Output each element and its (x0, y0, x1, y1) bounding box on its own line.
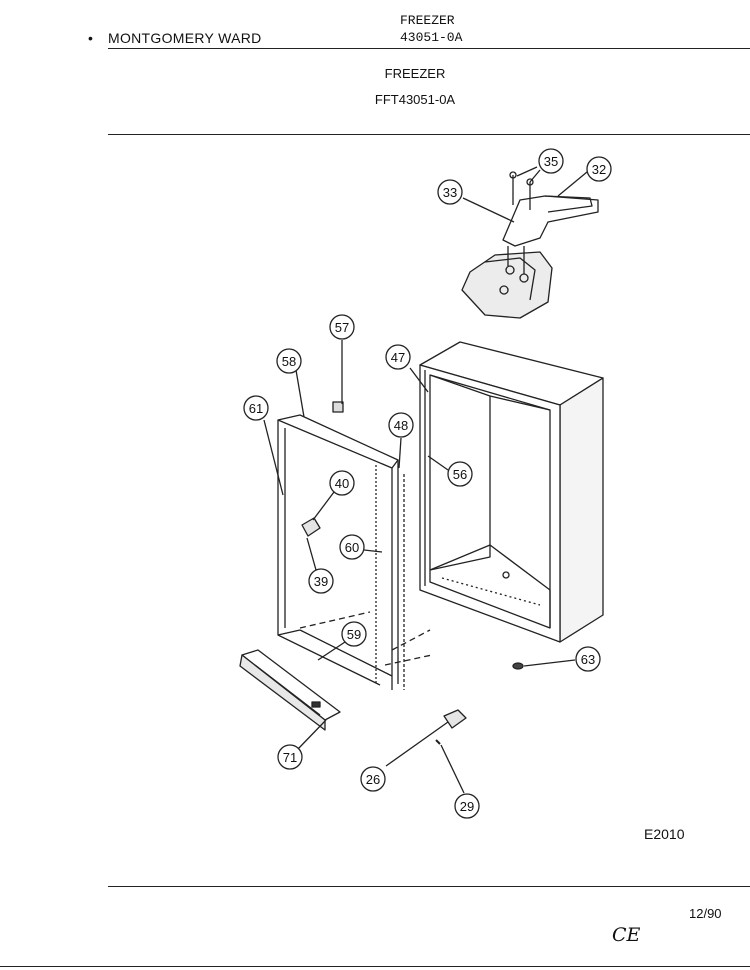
callout-32: 32 (586, 156, 612, 182)
diagram-code: E2010 (644, 826, 685, 842)
callout-label: 48 (394, 418, 408, 433)
header-rule (108, 48, 750, 49)
bottom-rule (0, 966, 750, 967)
callout-group: 35 32 33 57 58 47 61 48 56 40 60 39 59 6… (243, 148, 612, 819)
callout-58: 58 (276, 348, 302, 374)
callout-39: 39 (308, 568, 334, 594)
callout-label: 32 (592, 162, 606, 177)
callout-label: 71 (283, 750, 297, 765)
callout-label: 40 (335, 476, 349, 491)
callout-59: 59 (341, 621, 367, 647)
callout-label: 26 (366, 772, 380, 787)
callout-label: 33 (443, 185, 457, 200)
section-rule (108, 134, 750, 135)
callout-label: 59 (347, 627, 361, 642)
callout-57: 57 (329, 314, 355, 340)
handwritten-initials: CE (612, 924, 641, 946)
brand-name: MONTGOMERY WARD (108, 30, 262, 46)
screw (435, 739, 441, 745)
callout-label: 58 (282, 354, 296, 369)
callout-63: 63 (575, 646, 601, 672)
revision-date: 12/90 (689, 906, 722, 921)
callout-label: 60 (345, 540, 359, 555)
header-model: FREEZER 43051-0A (400, 12, 462, 46)
lower-hinge (443, 709, 467, 729)
leader-lines (263, 166, 588, 794)
callout-label: 39 (314, 574, 328, 589)
callout-label: 63 (581, 652, 595, 667)
bullet-mark: • (88, 30, 93, 46)
callout-60: 60 (339, 534, 365, 560)
header-category: FREEZER (400, 13, 455, 28)
callout-40: 40 (329, 470, 355, 496)
header-model-number: 43051-0A (400, 30, 463, 45)
callout-61: 61 (243, 395, 269, 421)
callout-48: 48 (388, 412, 414, 438)
callout-label: 35 (544, 154, 558, 169)
callout-56: 56 (447, 461, 473, 487)
callout-label: 61 (249, 401, 263, 416)
grille-panel (239, 649, 341, 731)
hinge-assembly (461, 171, 599, 319)
callout-71: 71 (277, 744, 303, 770)
callout-label: 56 (453, 467, 467, 482)
callout-label: 47 (391, 350, 405, 365)
door-panel (277, 401, 433, 690)
section-title: FREEZER (384, 66, 446, 81)
leveling-leg (512, 662, 524, 670)
callout-label: 57 (335, 320, 349, 335)
callout-33: 33 (437, 179, 463, 205)
callout-35: 35 (538, 148, 564, 174)
callout-29: 29 (454, 793, 480, 819)
section-model: FFT43051-0A (374, 92, 456, 107)
callout-label: 29 (460, 799, 474, 814)
callout-47: 47 (385, 344, 411, 370)
freezer-cabinet (419, 341, 604, 643)
callout-26: 26 (360, 766, 386, 792)
footer-rule (108, 886, 750, 887)
